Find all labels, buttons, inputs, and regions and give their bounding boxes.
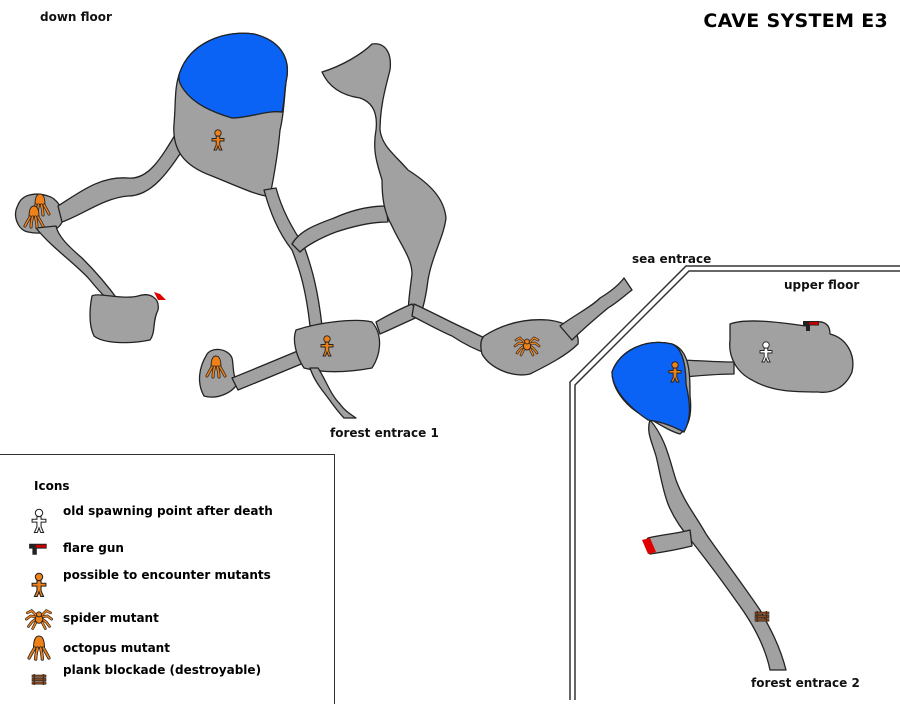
- legend-label: flare gun: [63, 541, 124, 555]
- south-west-chamber: [89, 294, 159, 344]
- map-title: CAVE SYSTEM E3: [703, 10, 888, 32]
- upper-floor-label: upper floor: [784, 278, 860, 292]
- legend-label: plank blockade (destroyable): [63, 663, 262, 677]
- forest-entrance-2-label: forest entrace 2: [751, 676, 860, 690]
- legend-item-flare-gun: flare gun: [24, 541, 324, 575]
- legend-item-plank-blockade: plank blockade (destroyable): [24, 663, 324, 697]
- upper-east-chamber: [729, 320, 854, 393]
- spawn-point-icon: [31, 508, 47, 534]
- icon-legend: Icons old spawning point after death fla…: [0, 454, 335, 704]
- mutant-encounter-icon: [31, 572, 47, 598]
- plank-blockade-icon: [754, 610, 770, 623]
- legend-item-spider-mutant: spider mutant: [24, 609, 324, 645]
- legend-label: spider mutant: [63, 611, 159, 625]
- legend-label: possible to encounter mutants: [63, 568, 271, 582]
- cave-passages-down-floor: [14, 32, 633, 419]
- legend-item-octopus-mutant: octopus mutant: [24, 634, 324, 675]
- legend-item-spawn: old spawning point after death: [24, 504, 324, 538]
- upper-floor-boundary: [569, 265, 900, 700]
- sea-entrance-label: sea entrace: [632, 252, 712, 266]
- center-hub-chamber: [293, 319, 381, 373]
- spider-mutant-icon: [25, 609, 53, 630]
- lake-down-floor: [178, 32, 288, 119]
- plank-blockade-icon: [31, 673, 47, 686]
- octopus-mutant-icon: [27, 634, 51, 661]
- legend-heading: Icons: [34, 479, 70, 493]
- blockade-marker-icon: [642, 538, 656, 554]
- legend-label: old spawning point after death: [63, 504, 273, 518]
- down-floor-label: down floor: [40, 10, 112, 24]
- forest-entrance-1-label: forest entrace 1: [330, 426, 439, 440]
- legend-item-mutant-encounter: possible to encounter mutants: [24, 568, 324, 602]
- flare-gun-icon: [29, 543, 47, 555]
- lake-upper-floor: [611, 341, 691, 433]
- blockade-marker-icon: [154, 292, 166, 300]
- legend-label: octopus mutant: [63, 641, 170, 655]
